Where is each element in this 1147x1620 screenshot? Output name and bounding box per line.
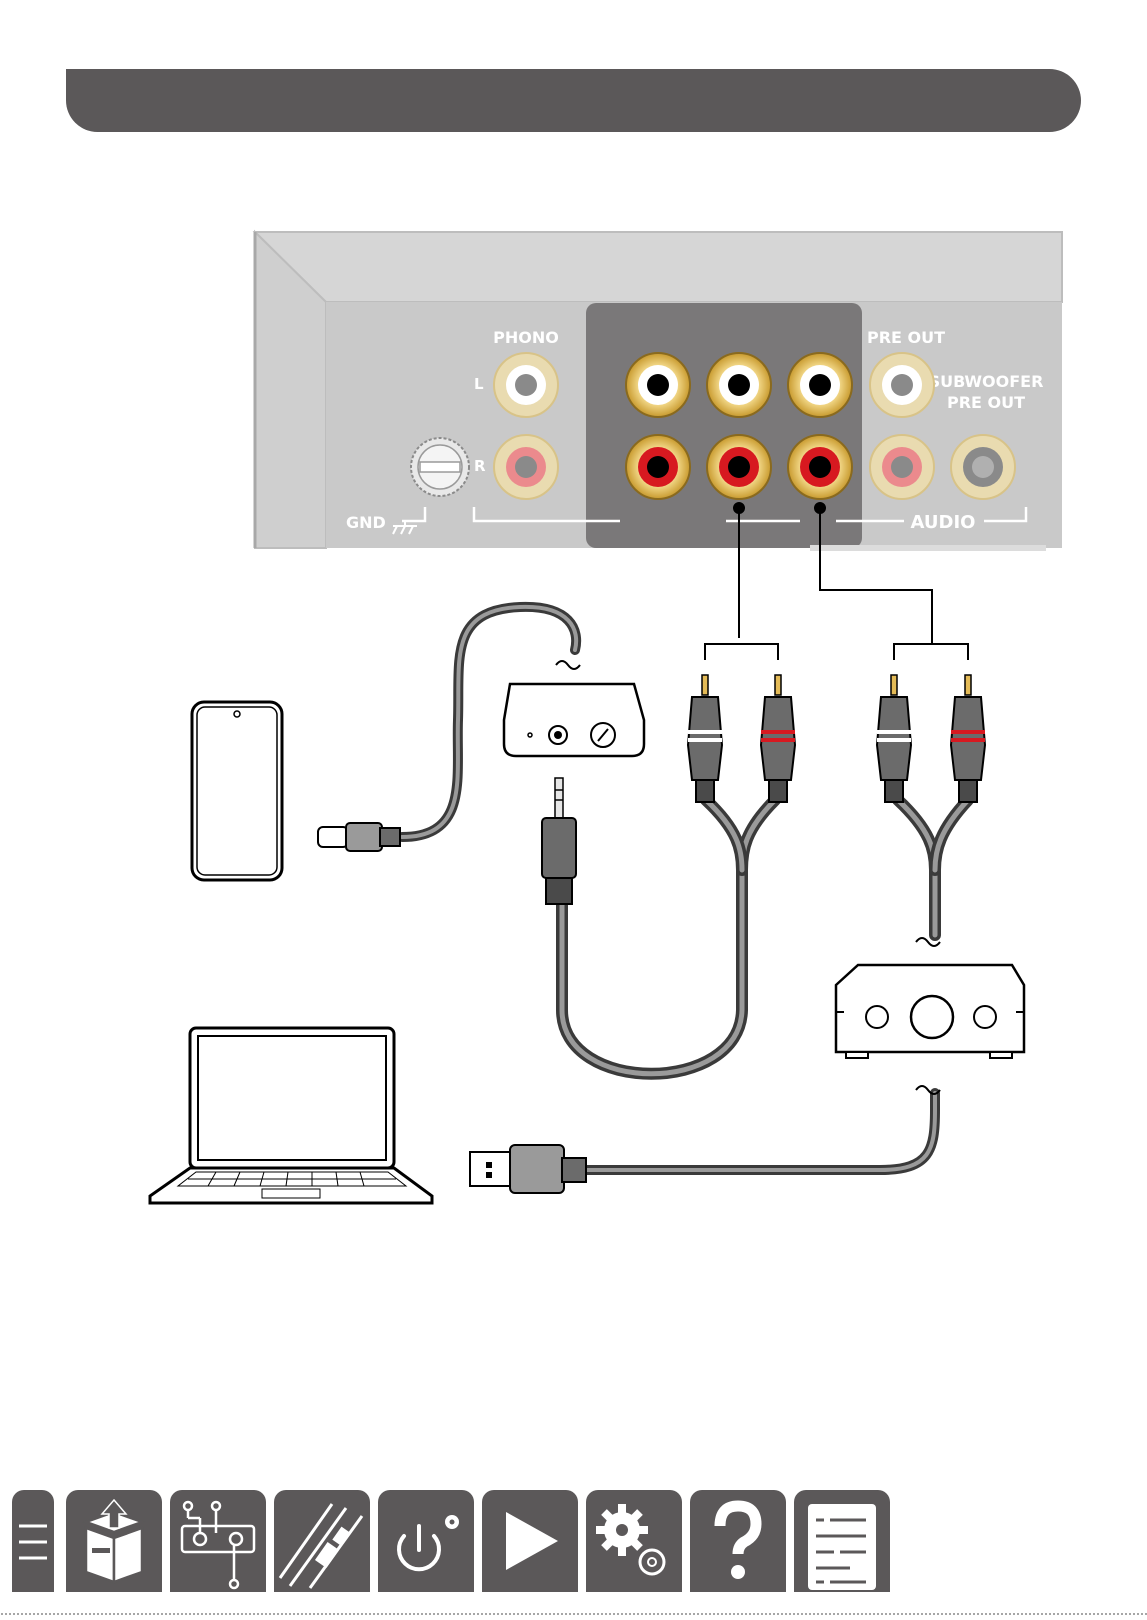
phono-label: PHONO <box>493 328 559 347</box>
gnd-label: GND <box>346 513 386 532</box>
gnd-terminal <box>411 438 469 496</box>
rca-plug-white-2 <box>877 675 911 802</box>
headphone-amplifier <box>836 965 1024 1058</box>
pre-out-l-jack <box>870 353 934 417</box>
gear-icon <box>586 1490 682 1592</box>
input-2-l-jack <box>707 353 771 417</box>
subwoofer-label: SUBWOOFER <box>929 372 1044 391</box>
box-icon <box>66 1490 162 1592</box>
phono-l-jack <box>494 353 558 417</box>
nav-part-names[interactable] <box>170 1490 266 1592</box>
subwoofer-pre-out-jack <box>951 435 1015 499</box>
left-channel-label: L <box>474 375 484 393</box>
subwoofer-pre-out-label: PRE OUT <box>947 393 1025 412</box>
usb-a-plug <box>470 1145 586 1193</box>
rca-plug-white-1 <box>688 675 722 802</box>
list-icon <box>794 1490 890 1592</box>
rca-plug-red-1 <box>761 675 795 802</box>
input-2-r-jack <box>707 435 771 499</box>
pre-out-r-jack <box>870 435 934 499</box>
page-edge-dots <box>0 1612 1147 1616</box>
panel-icon <box>170 1490 266 1592</box>
usb-c-plug <box>318 823 400 851</box>
mini-jack-plug <box>542 778 576 904</box>
nav-connections[interactable] <box>274 1490 370 1592</box>
audio-label: AUDIO <box>911 512 976 533</box>
nav-setup[interactable] <box>378 1490 474 1592</box>
bottom-navigation <box>12 1490 892 1592</box>
question-icon <box>690 1490 786 1592</box>
nav-settings[interactable] <box>586 1490 682 1592</box>
power-icon <box>378 1490 474 1592</box>
input-3-l-jack <box>788 353 852 417</box>
input-3-r-jack <box>788 435 852 499</box>
play-icon <box>482 1490 578 1592</box>
nav-contents[interactable] <box>66 1490 162 1592</box>
cables <box>402 607 968 1170</box>
pre-out-label: PRE OUT <box>867 328 945 347</box>
nav-menu[interactable] <box>12 1490 54 1592</box>
phono-r-jack <box>494 435 558 499</box>
menu-icon <box>12 1490 54 1592</box>
nav-appendix[interactable] <box>794 1490 890 1592</box>
usb-dac-dongle <box>504 684 644 756</box>
connection-diagram: PHONO L R GND PRE OUT SUBWOOFER PRE OUT … <box>0 0 1147 1480</box>
cables-icon <box>274 1490 370 1592</box>
nav-playback[interactable] <box>482 1490 578 1592</box>
rca-plug-red-2 <box>951 675 985 802</box>
smartphone <box>192 702 282 880</box>
right-channel-label: R <box>474 457 486 475</box>
input-1-l-jack <box>626 353 690 417</box>
nav-tips[interactable] <box>690 1490 786 1592</box>
laptop <box>150 1028 432 1203</box>
input-1-r-jack <box>626 435 690 499</box>
